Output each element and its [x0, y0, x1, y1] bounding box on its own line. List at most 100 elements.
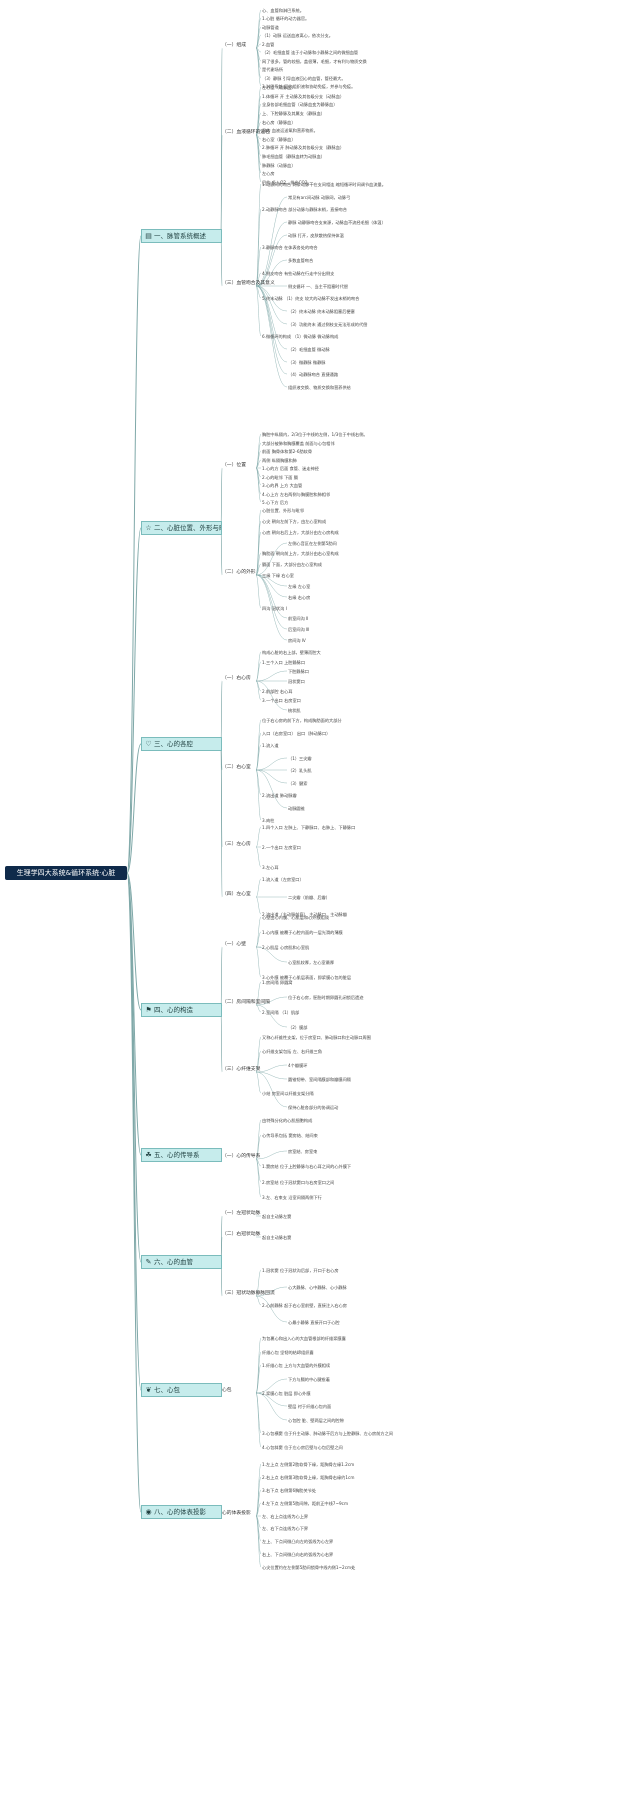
leaf-node: （2）毛细血管 连于小动脉和小静脉之间的微细血管	[262, 50, 359, 55]
branch-line	[126, 527, 142, 874]
topic-label: 三、心的各腔	[154, 740, 193, 748]
branch-line	[255, 846, 262, 868]
leaf-node: 1.心脏 循环的动力器官。	[262, 16, 310, 21]
topic-label: 八、心的体表投影	[154, 1508, 206, 1516]
branch-line	[255, 896, 262, 915]
subtopic-label[interactable]: （一）心壁	[222, 942, 246, 947]
branch-line	[255, 931, 262, 948]
subtopic-label[interactable]: （一）组成	[222, 43, 246, 48]
subtopic-label[interactable]: （二）右冠状动脉	[222, 1232, 261, 1237]
subtopic-label[interactable]: （三）冠状动脉静脉回流	[222, 1291, 275, 1296]
topic-t8[interactable]: ◉八、心的体表投影	[141, 1505, 222, 1519]
topic-t2[interactable]: ☆二、心脏位置、外形与毗邻	[141, 521, 222, 535]
leaf-node: 心传导系包括 窦房结、结间束	[262, 1133, 318, 1138]
branch-line	[255, 1489, 262, 1517]
branch-line	[255, 47, 262, 87]
leaf-node: 1.四个入口 左肺上、下静脉口、右肺上、下静脉口	[262, 825, 356, 830]
topic-t4[interactable]: ⚑四、心的构造	[141, 1003, 222, 1017]
topic-t3[interactable]: ♡三、心的各腔	[141, 737, 222, 751]
leaf-node: 2.动静脉吻合 部分动脉与静脉末梢，直接吻合	[262, 207, 347, 212]
leaf-node: 动脉 打开，皮肤散热保持体温	[288, 233, 344, 238]
branch-line	[255, 1269, 262, 1297]
subtopic-label[interactable]: 心的体表投影	[222, 1511, 251, 1516]
leaf-node: 2.心的毗邻 下面 膈	[262, 475, 298, 480]
leaf-node: 动脉圆锥	[288, 806, 305, 811]
branch-line	[255, 234, 288, 287]
subtopic-label[interactable]: （三）血管吻合及其意义	[222, 281, 275, 286]
leaf-node: 2.浆膜心包 脏层 即心外膜	[262, 1391, 311, 1396]
branch-line	[255, 1004, 288, 1028]
leaf-node: 心包腔 脏、壁两层之间的腔隙	[288, 1418, 344, 1423]
branch-line	[126, 872, 142, 1513]
leaf-node: 右心室（静脉血）	[262, 137, 296, 142]
branch-line	[255, 531, 262, 576]
subtopic-label[interactable]: （三）左心房	[222, 842, 251, 847]
subtopic-label[interactable]: （一）左冠状动脉	[222, 1211, 261, 1216]
branch-line	[255, 183, 262, 287]
branch-line	[255, 680, 262, 701]
topic-label: 一、脉管系统概述	[154, 232, 206, 240]
leaf-node: 3.右下点 右侧第6胸肋关节处	[262, 1488, 317, 1493]
branch-line	[255, 563, 262, 576]
branch-line	[255, 1378, 288, 1394]
branch-line	[255, 769, 262, 821]
subtopic-label[interactable]: （二）房间隔和室间隔	[222, 1000, 270, 1005]
leaf-node: 构成心脏的右上部，壁薄而腔大	[262, 650, 321, 655]
branch-line	[255, 916, 262, 948]
leaf-node: 上、下腔静脉及其属支（静脉血）	[262, 111, 325, 116]
branch-line	[255, 17, 262, 49]
subtopic-label[interactable]: （一）右心房	[222, 676, 251, 681]
leaf-node: （1）动脉 运送血液离心，依次分支。	[262, 33, 333, 38]
flag-icon: ⚑	[145, 1006, 152, 1014]
branch-line	[255, 1158, 262, 1198]
branch-line	[255, 769, 288, 784]
branch-line	[255, 1134, 262, 1160]
leaf-node: 左心室（动脉血）	[262, 85, 296, 90]
branch-line	[255, 826, 262, 848]
leaf-node: 后室间沟 Ⅲ	[288, 627, 309, 632]
leaf-icon: ❦	[145, 1386, 152, 1394]
branch-line	[255, 1286, 288, 1297]
topic-t6[interactable]: ✎六、心的血管	[141, 1255, 222, 1269]
topic-t1[interactable]: ▤一、脉管系统概述	[141, 229, 222, 243]
branch-line	[220, 680, 223, 745]
leaf-node: 1.纤维心包 上方与大血管的外膜相续	[262, 1363, 331, 1368]
topic-label: 五、心的传导系	[154, 1151, 200, 1159]
leaf-node: 左、右上点连线为心上界	[262, 1514, 309, 1519]
leaf-node: 保持心脏各部分的协调运动	[288, 1105, 339, 1110]
topic-t7[interactable]: ❦七、心包	[141, 1383, 222, 1397]
leaf-node: 网了很多，管的较细，盖很薄，毛细，才有利与物质交换	[262, 59, 367, 64]
branch-line	[255, 1476, 262, 1517]
subtopic-label[interactable]: （二）右心室	[222, 765, 251, 770]
branch-line	[255, 744, 262, 771]
branch-line	[255, 1351, 262, 1394]
subtopic-label[interactable]: （四）左心室	[222, 892, 251, 897]
leaf-node: 位于右心房的前下方，构成胸肋面的大部分	[262, 718, 342, 723]
leaf-node: 胸腔中纵隔内，2/3位于中线的左侧，1/3位于中线右侧。	[262, 432, 368, 437]
leaf-node: 1.动脉间的吻合 两条动脉干在支间相连 缩短循环时间调节血流量。	[262, 182, 386, 187]
leaf-node: 房室结、房室束	[288, 1149, 318, 1154]
subtopic-label[interactable]: （二）血液循环的途径	[222, 130, 270, 135]
branch-line	[126, 872, 142, 1011]
subtopic-label[interactable]: 心包	[222, 1388, 232, 1393]
topic-t5[interactable]: ☘五、心的传导系	[141, 1148, 222, 1162]
subtopic-label[interactable]: （三）心纤维支架	[222, 1067, 261, 1072]
leaf-node: 全身各部毛细血管（动脉血变为静脉血）	[262, 102, 338, 107]
branch-line	[255, 246, 262, 287]
branch-line	[255, 719, 262, 771]
leaf-node: 2.一个出口 左房室口	[262, 845, 301, 850]
leaf-node: 1.体循环 开 主动脉及其各级分支（动脉血）	[262, 94, 345, 99]
leaf-node: 三缘 下缘 右心室	[262, 573, 294, 578]
branch-line	[255, 946, 262, 978]
leaf-node: 心壁由心内膜、心肌层和心外膜组成	[262, 915, 330, 920]
subtopic-label[interactable]: （一）心的传导系	[222, 1154, 261, 1159]
subtopic-label[interactable]: （一）位置	[222, 463, 246, 468]
leaf-node: 心最小静脉 直接开口于心腔	[288, 1320, 340, 1325]
leaf-node: 2.血管	[262, 42, 275, 47]
leaf-node: 2.室间隔 （1）肌部	[262, 1010, 300, 1015]
subtopic-label[interactable]: （二）心的外形	[222, 570, 256, 575]
branch-line	[255, 129, 262, 136]
leaf-node: 3.肉柱	[262, 818, 275, 823]
branch-line	[220, 527, 223, 576]
leaf-node: 房间沟 Ⅳ	[288, 638, 306, 643]
